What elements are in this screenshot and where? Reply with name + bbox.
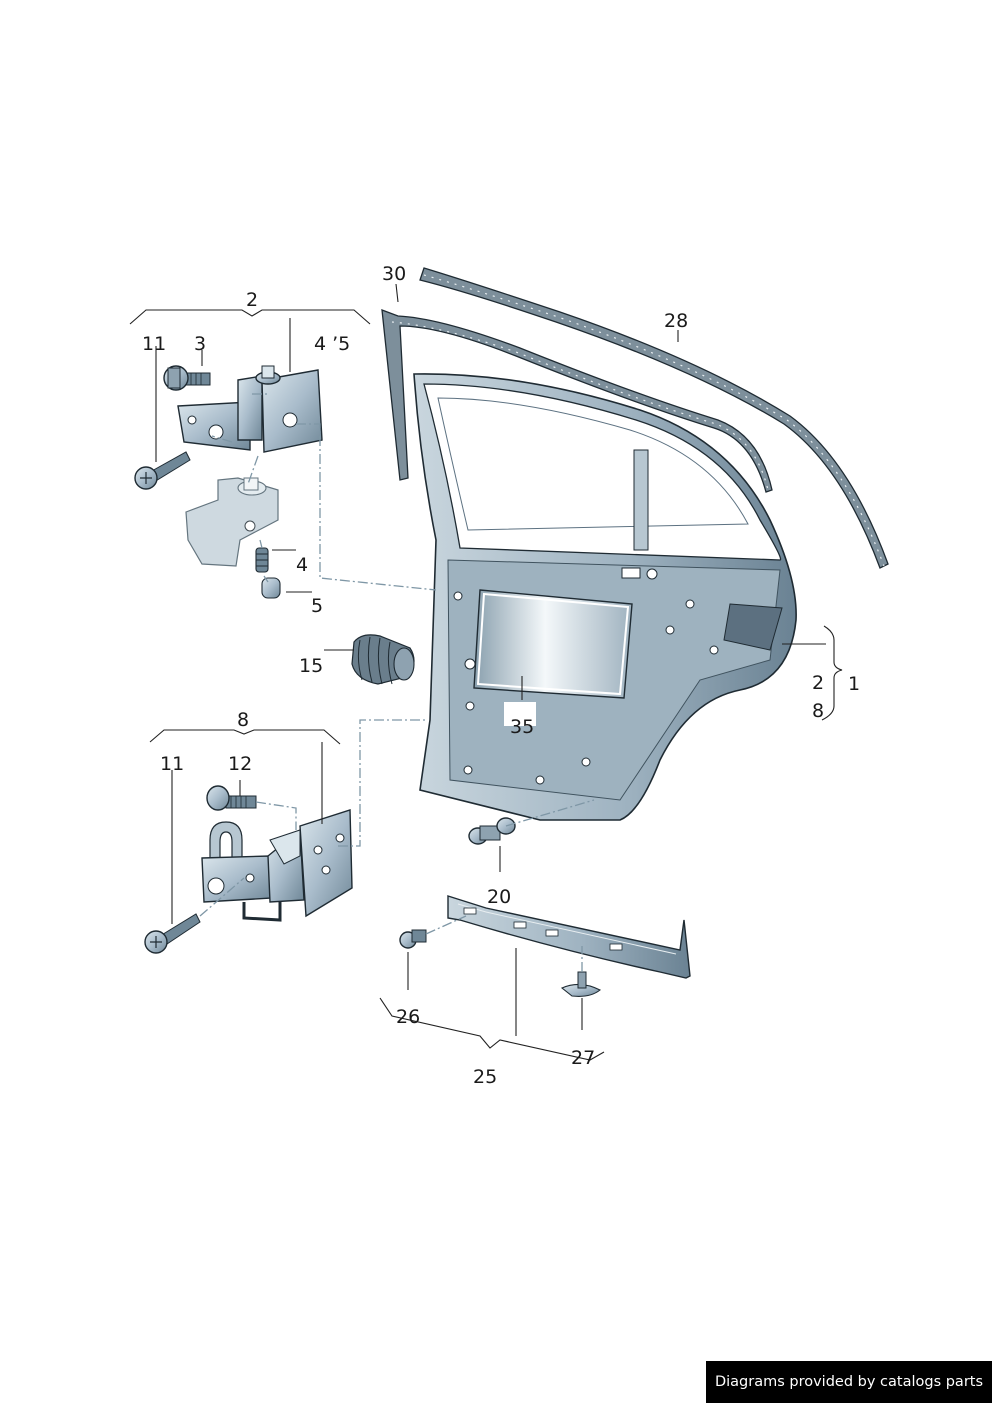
bolt-12 [206, 785, 257, 811]
watermark-banner: Diagrams provided by catalogs parts [706, 1361, 992, 1403]
spring-pin-4 [255, 547, 269, 573]
label-11-upper: 11 [142, 333, 166, 355]
label-20: 20 [487, 886, 511, 908]
hinge-pin-detail [185, 477, 279, 567]
label-12: 12 [228, 753, 252, 775]
label-15: 15 [299, 655, 323, 677]
label-5: 5 [311, 595, 323, 617]
cap-5 [261, 577, 281, 599]
upper-hinge-assembly [177, 365, 323, 453]
label-35: 35 [510, 716, 534, 738]
leader-lines [129, 283, 843, 1061]
bolt-3 [163, 365, 211, 391]
label-2-upper-hinge: 2 [246, 289, 258, 311]
alignment-lines [199, 393, 595, 972]
label-28: 28 [664, 310, 688, 332]
label-4: 4 [296, 554, 308, 576]
label-8-lower-hinge: 8 [237, 709, 249, 731]
label-4-5: 4 ’5 [314, 333, 350, 355]
bolt-11-upper [134, 451, 191, 490]
clip-26 [399, 929, 427, 949]
bolt-11-lower [144, 913, 201, 954]
label-25: 25 [473, 1066, 497, 1088]
label-1: 1 [848, 673, 860, 695]
fastener-20 [468, 817, 516, 845]
label-3: 3 [194, 333, 206, 355]
label-2-door: 2 [812, 672, 824, 694]
door-outer-seal-strip [419, 267, 889, 569]
window-seal-strip [381, 309, 773, 493]
label-26: 26 [396, 1006, 420, 1028]
label-27: 27 [571, 1047, 595, 1069]
sill-trim-25 [447, 895, 691, 979]
door-stop-boot-15 [351, 634, 415, 685]
clip-27 [560, 971, 602, 997]
callout-labels: 30 28 2 11 3 4 ’5 4 5 15 8 11 12 35 2 8 … [142, 263, 860, 1088]
lower-hinge-assembly [201, 809, 353, 922]
label-11-lower: 11 [160, 753, 184, 775]
label-8-door: 8 [812, 700, 824, 722]
protective-film-35 [473, 589, 633, 699]
label-30: 30 [382, 263, 406, 285]
